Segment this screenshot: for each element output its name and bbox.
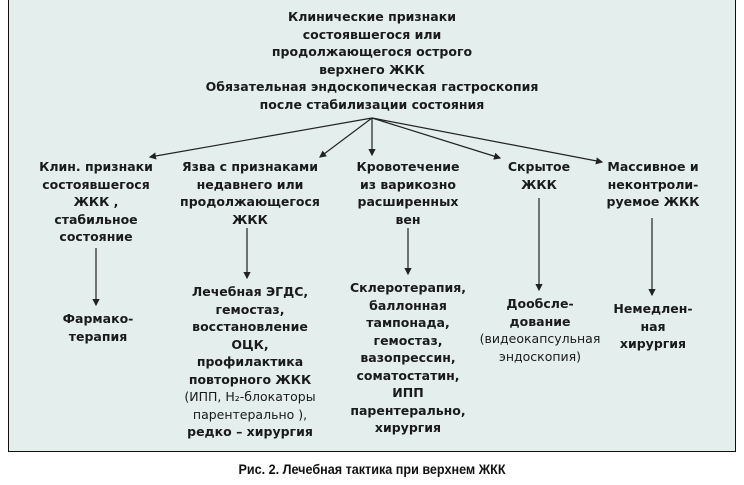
text-line: ЖКК ,	[73, 194, 119, 209]
text-line: парентерально ),	[192, 406, 308, 422]
text-line: продолжающегося	[180, 194, 320, 209]
text-line: парентерально,	[350, 402, 466, 418]
text-line: хирургия	[619, 336, 687, 351]
text-line: редко – хирургия	[187, 424, 313, 439]
text-line: хирургия	[374, 420, 442, 435]
text-line: Дообсле-	[506, 296, 574, 311]
text-line: Массивное и	[607, 159, 699, 174]
diagram-frame	[8, 0, 736, 452]
text-line: восстановление	[192, 319, 308, 334]
branch-4-action: Дообсле-дование (видеокапсульная эндоскопи…	[480, 295, 601, 365]
text-line: Лечебная ЭГДС,	[191, 284, 309, 299]
figure-caption: Рис. 2. Лечебная тактика при верхнем ЖКК	[238, 461, 506, 477]
text-line: стабильное	[54, 211, 138, 227]
text-line: соматостатин,	[356, 367, 460, 383]
text-line: повторного ЖКК	[188, 371, 312, 387]
text-line: состояние	[59, 229, 133, 244]
text-line: Фармако-	[62, 311, 134, 326]
arrow-to-branch-1	[148, 117, 373, 160]
top-node: Клинические признаки состоявшегося или про…	[206, 8, 539, 113]
arrow-to-branch-5	[371, 117, 604, 165]
text-line: ЖКК	[521, 176, 557, 192]
text-line: ЖКК	[232, 211, 268, 227]
branch-5-title: Массивное и неконтроли-руемое ЖКК	[607, 158, 700, 211]
text-line: эндоскопия)	[498, 348, 582, 364]
text-line: недавнего или	[196, 176, 304, 192]
text-line: расширенных	[357, 194, 459, 209]
text-line: вен	[395, 211, 421, 227]
text-line: (ИПП, Н₂-блокаторы	[184, 389, 316, 404]
text-line: гемостаз,	[215, 301, 285, 317]
text-line: состоявшегося или	[302, 26, 442, 42]
text-line: из варикозно	[360, 176, 456, 192]
text-line: профилактика	[196, 354, 304, 369]
text-line: руемое ЖКК	[606, 194, 700, 209]
branch-3-action: Склеротерапия, баллонная тампонада, гемоста…	[350, 279, 466, 437]
text-line: ОЦК,	[231, 336, 269, 352]
text-line: Клинические признаки	[288, 9, 456, 24]
branch-1-action: Фармако-терапия	[63, 310, 134, 345]
text-line: вазопрессин,	[360, 350, 456, 365]
text-line: Клин. признаки	[39, 159, 153, 174]
text-line: Скрытое	[507, 159, 571, 174]
text-line: ная	[640, 318, 666, 334]
text-line: дование	[509, 313, 571, 329]
arrow-to-branch-2	[319, 117, 373, 158]
text-line: Обязательная эндоскопическая гастроскопи…	[205, 79, 539, 94]
text-line: неконтроли-	[607, 176, 699, 192]
branch-2-title: Язва с признаками недавнего или продолжающ…	[180, 158, 320, 228]
branch-3-title: Кровотечение из варикозно расширенных вен	[357, 158, 460, 228]
text-line: Кровотечение	[356, 159, 460, 174]
text-line: тампонада,	[366, 315, 450, 330]
text-line: ИПП	[392, 385, 424, 400]
text-line: Язва с признаками	[182, 159, 318, 174]
text-line: продолжающегося острого	[271, 44, 473, 59]
text-line: терапия	[68, 328, 128, 344]
text-line: баллонная	[369, 297, 447, 313]
text-line: после стабилизации состояния	[259, 96, 485, 112]
text-line: (видеокапсульная	[479, 331, 601, 346]
text-line: состоявшегося	[42, 176, 150, 192]
text-line: Немедлен-	[613, 301, 693, 316]
text-line: Склеротерапия,	[349, 280, 467, 295]
branch-5-action: Немедлен-ная хирургия	[613, 300, 692, 353]
arrow-to-branch-4	[371, 117, 502, 160]
text-line: верхнего ЖКК	[319, 61, 425, 77]
text-line: гемостаз,	[373, 332, 443, 348]
